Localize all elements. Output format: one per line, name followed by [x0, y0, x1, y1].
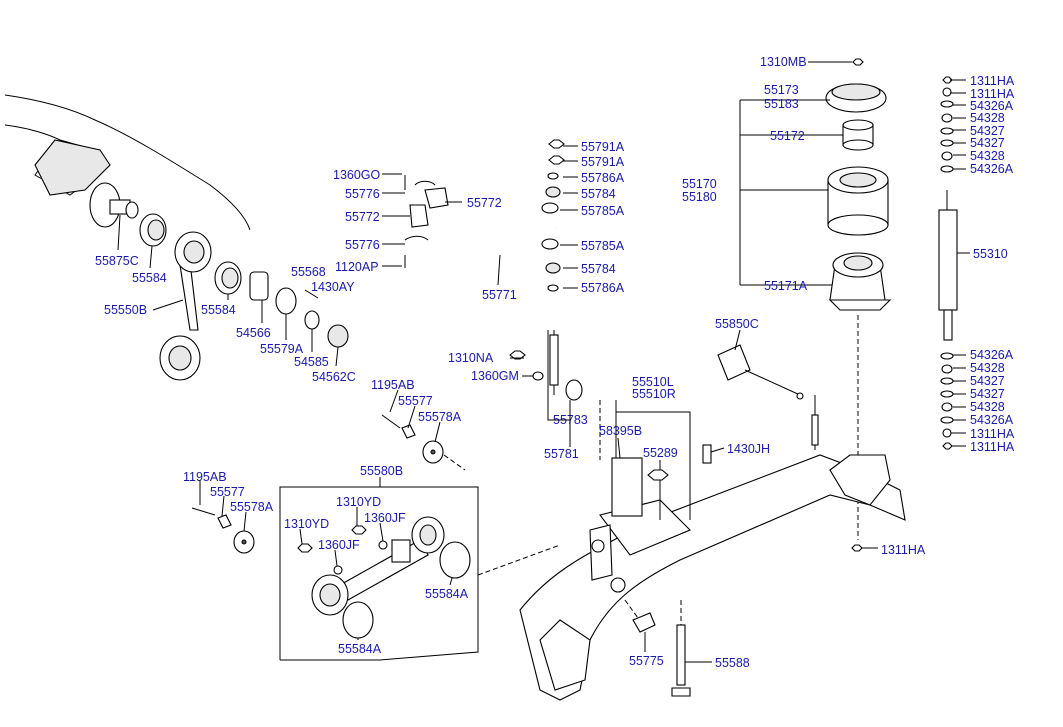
stabilizer-bar-55771 [404, 175, 557, 268]
part-label-54328[interactable]: 54328 [970, 400, 1005, 414]
part-label-54326a[interactable]: 54326A [970, 413, 1014, 427]
part-label-55875c[interactable]: 55875C [95, 254, 139, 268]
part-label-55510r[interactable]: 55510R [632, 387, 676, 401]
part-label-55772[interactable]: 55772 [467, 196, 502, 210]
part-label-55781[interactable]: 55781 [544, 447, 579, 461]
part-label-1310mb[interactable]: 1310MB [760, 55, 807, 69]
part-label-55775[interactable]: 55775 [629, 654, 664, 668]
part-label-55577[interactable]: 55577 [210, 485, 245, 499]
part-label-55183[interactable]: 55183 [764, 97, 799, 111]
part-label-55550b[interactable]: 55550B [104, 303, 148, 317]
part-label-1195ab[interactable]: 1195AB [183, 470, 227, 484]
part-label-1310na[interactable]: 1310NA [448, 351, 494, 365]
part-label-54326a[interactable]: 54326A [970, 162, 1014, 176]
part-label-55786a[interactable]: 55786A [581, 281, 625, 295]
part-label-55783[interactable]: 55783 [553, 413, 588, 427]
shock-absorber-55310 [938, 76, 958, 450]
bolt-group-mid [381, 414, 466, 471]
part-label-55180[interactable]: 55180 [682, 190, 717, 204]
part-label-54326a[interactable]: 54326A [970, 99, 1014, 113]
part-label-54328[interactable]: 54328 [970, 149, 1005, 163]
part-label-1360jf[interactable]: 1360JF [364, 511, 406, 525]
part-label-55785a[interactable]: 55785A [581, 204, 625, 218]
part-label-55776[interactable]: 55776 [345, 187, 380, 201]
part-label-1360gm[interactable]: 1360GM [471, 369, 519, 383]
spring-stack-55170 [739, 58, 892, 540]
crossmember-55510 [519, 400, 906, 701]
part-label-55850c[interactable]: 55850C [715, 317, 759, 331]
part-label-55577[interactable]: 55577 [398, 394, 433, 408]
part-label-54327[interactable]: 54327 [970, 374, 1005, 388]
part-label-55771[interactable]: 55771 [482, 288, 517, 302]
part-label-55588[interactable]: 55588 [715, 656, 750, 670]
part-label-55173[interactable]: 55173 [764, 83, 799, 97]
stabilizer-link-55550b [159, 231, 212, 381]
part-label-54328[interactable]: 54328 [970, 361, 1005, 375]
washer-stack-bottom [940, 352, 954, 450]
part-label-58395b[interactable]: 58395B [599, 424, 643, 438]
part-label-55784[interactable]: 55784 [581, 187, 616, 201]
part-label-55171a[interactable]: 55171A [764, 279, 808, 293]
part-label-54327[interactable]: 54327 [970, 136, 1005, 150]
link-column-parts [509, 139, 583, 401]
height-sensor-55850c [717, 344, 819, 450]
part-label-1310yd[interactable]: 1310YD [284, 517, 330, 531]
nut-1311ha-bottom [851, 544, 863, 552]
washer-stack-top [940, 76, 954, 173]
part-label-54327[interactable]: 54327 [970, 124, 1005, 138]
part-label-55772[interactable]: 55772 [345, 210, 380, 224]
part-label-1311ha[interactable]: 1311HA [970, 440, 1015, 454]
part-label-55170[interactable]: 55170 [682, 177, 717, 191]
part-label-55784[interactable]: 55784 [581, 262, 616, 276]
part-label-1311ha[interactable]: 1311HA [970, 87, 1015, 101]
part-label-55786a[interactable]: 55786A [581, 171, 625, 185]
part-label-1195ab[interactable]: 1195AB [371, 378, 415, 392]
part-label-55579a[interactable]: 55579A [260, 342, 304, 356]
part-label-55510l[interactable]: 55510L [632, 375, 674, 389]
part-label-55791a[interactable]: 55791A [581, 155, 625, 169]
part-label-54585[interactable]: 54585 [294, 355, 329, 369]
part-label-1360jf[interactable]: 1360JF [318, 538, 360, 552]
bolt-55775 [624, 599, 656, 633]
part-label-55785a[interactable]: 55785A [581, 239, 625, 253]
bolt-group-left-lower [191, 507, 255, 554]
part-label-55172[interactable]: 55172 [770, 129, 805, 143]
part-label-1430ay[interactable]: 1430AY [311, 280, 355, 294]
part-label-55584a[interactable]: 55584A [425, 587, 469, 601]
part-label-55578a[interactable]: 55578A [230, 500, 274, 514]
part-label-55289[interactable]: 55289 [643, 446, 678, 460]
bolt-55588 [671, 600, 691, 697]
part-label-54566[interactable]: 54566 [236, 326, 271, 340]
part-label-1311ha[interactable]: 1311HA [881, 543, 926, 557]
bushing-55584-left [139, 213, 167, 247]
lower-arm-assembly-55580b [279, 486, 561, 661]
part-label-1430jh[interactable]: 1430JH [727, 442, 771, 456]
part-label-54326a[interactable]: 54326A [970, 348, 1014, 362]
part-label-54562c[interactable]: 54562C [312, 370, 356, 384]
part-label-54328[interactable]: 54328 [970, 111, 1005, 125]
part-label-1360go[interactable]: 1360GO [333, 168, 381, 182]
part-label-1311ha[interactable]: 1311HA [970, 427, 1015, 441]
part-label-55584a[interactable]: 55584A [338, 642, 382, 656]
part-label-55578a[interactable]: 55578A [418, 410, 462, 424]
part-label-55584[interactable]: 55584 [201, 303, 236, 317]
part-label-55568[interactable]: 55568 [291, 265, 326, 279]
part-label-55791a[interactable]: 55791A [581, 140, 625, 154]
body-frame-section [4, 94, 251, 231]
part-label-54327[interactable]: 54327 [970, 387, 1005, 401]
part-label-55580b[interactable]: 55580B [360, 464, 404, 478]
part-label-55310[interactable]: 55310 [973, 247, 1008, 261]
part-label-1311ha[interactable]: 1311HA [970, 74, 1015, 88]
part-label-55776[interactable]: 55776 [345, 238, 380, 252]
part-label-1120ap[interactable]: 1120AP [335, 260, 379, 274]
part-label-55584[interactable]: 55584 [132, 271, 167, 285]
part-label-1310yd[interactable]: 1310YD [336, 495, 382, 509]
